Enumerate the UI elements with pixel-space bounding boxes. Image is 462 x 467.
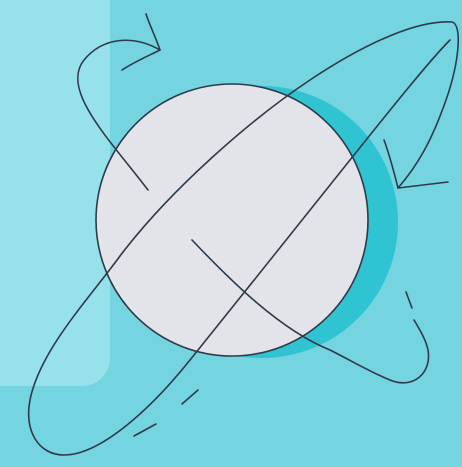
dash-1 bbox=[134, 424, 156, 436]
inner-dash-1 bbox=[406, 292, 412, 308]
sphere bbox=[96, 84, 368, 356]
dash-2 bbox=[182, 390, 198, 404]
